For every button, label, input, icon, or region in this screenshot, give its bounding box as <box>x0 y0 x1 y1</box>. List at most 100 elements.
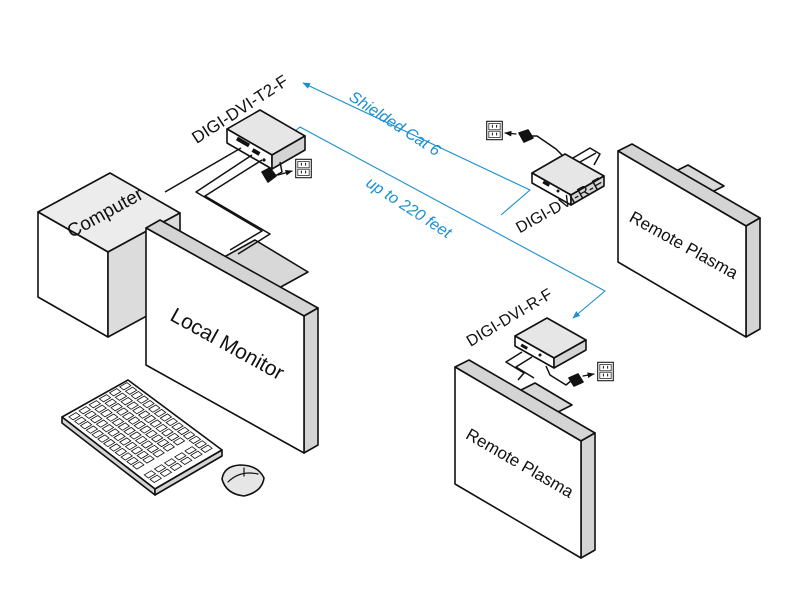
keyboard-key <box>123 426 136 436</box>
computer-tower: Computer <box>37 172 181 338</box>
keyboard-key <box>113 432 126 442</box>
keyboard-key <box>94 404 107 413</box>
keyboard-key <box>163 458 177 467</box>
receiver-unit-upper: DIGI-DVI-R-F <box>513 153 607 237</box>
keyboard-key <box>155 423 168 433</box>
keyboard-key <box>89 415 103 424</box>
receiver-upper-cables <box>486 120 601 166</box>
keyboard-key <box>95 419 109 428</box>
keyboard-key <box>142 400 155 409</box>
keyboard-key <box>190 450 203 459</box>
keyboard-key <box>165 417 179 427</box>
keyboard-key <box>131 461 145 470</box>
keyboard-key <box>161 428 174 437</box>
keyboard-key <box>120 397 134 406</box>
keyboard-key <box>200 444 213 453</box>
keyboard-key <box>111 418 125 427</box>
keyboard-key <box>85 425 99 434</box>
keyboard-key <box>136 450 150 460</box>
keyboard-key <box>143 470 157 479</box>
remote-plasma-upper: Remote Plasma <box>617 143 761 338</box>
keyboard-key <box>97 434 110 443</box>
power-outlet-icon-upper <box>486 120 503 141</box>
keyboard-key <box>108 443 122 452</box>
keyboard-key <box>174 452 187 461</box>
receiver-lower-cables <box>505 351 614 387</box>
keyboard-key <box>169 462 183 471</box>
keyboard-key <box>129 431 142 440</box>
keyboard-key <box>108 388 122 397</box>
keyboard-key <box>126 401 139 410</box>
keyboard-key <box>127 416 141 425</box>
keyboard-key <box>132 406 145 415</box>
keyboard-key <box>114 392 128 401</box>
keyboard-key <box>107 428 121 437</box>
keyboard-key <box>126 456 139 466</box>
keyboard-key <box>156 438 170 448</box>
keyboard-key <box>100 409 113 418</box>
keyboard-key <box>176 426 190 436</box>
keyboard-key <box>142 455 155 464</box>
keyboard-key <box>79 421 93 430</box>
power-adapter-icon <box>261 167 277 183</box>
power-adapter-icon-upper <box>518 129 534 143</box>
cable-distance-label: up to 220 feet <box>363 174 455 242</box>
keyboard-key <box>78 406 92 415</box>
local-cables <box>164 147 271 255</box>
keyboard-key <box>179 456 193 465</box>
keyboard-key <box>130 446 144 455</box>
keyboard-key <box>143 414 157 424</box>
keyboard-key <box>118 382 132 391</box>
transmitter-power <box>261 158 312 183</box>
keyboard-key <box>104 398 118 407</box>
keyboard-key <box>136 395 150 404</box>
keyboard-key <box>124 386 138 395</box>
keyboard-key <box>150 434 164 443</box>
keyboard-key <box>118 437 132 446</box>
receiver-unit-lower: DIGI-DVI-R-F <box>464 286 587 369</box>
keyboard-key <box>68 412 81 421</box>
keyboard-key <box>159 413 173 422</box>
keyboard-key <box>145 429 158 439</box>
keyboard-key <box>146 444 160 454</box>
keyboard-key <box>182 431 196 440</box>
keyboard <box>61 379 223 496</box>
keyboard-key <box>101 424 115 433</box>
keyboard-key <box>166 432 180 442</box>
keyboard-keys <box>68 382 213 483</box>
keyboard-key <box>159 468 173 477</box>
keyboard-key <box>152 449 165 458</box>
keyboard-key <box>134 435 148 445</box>
keyboard-key <box>120 452 134 461</box>
keyboard-key <box>130 391 144 400</box>
keyboard-key <box>153 464 167 473</box>
keyboard-key <box>102 438 116 448</box>
keyboard-key <box>121 412 135 421</box>
keyboard-key <box>88 400 102 409</box>
keyboard-key <box>98 394 112 403</box>
power-adapter-icon-lower <box>568 373 584 387</box>
keyboard-key <box>91 430 105 439</box>
keyboard-key <box>116 407 129 416</box>
keyboard-key <box>162 443 176 452</box>
remote-plasma-lower: Remote Plasma <box>454 359 596 559</box>
keyboard-key <box>149 419 163 428</box>
power-outlet-icon-lower <box>597 361 614 382</box>
keyboard-key <box>149 474 163 483</box>
keyboard-key <box>172 437 186 446</box>
keyboard-key <box>110 403 123 412</box>
keyboard-key <box>194 440 208 449</box>
keyboard-key <box>147 404 161 413</box>
power-outlet-icon <box>295 158 312 179</box>
cable-type-label: Shielded Cat 6 <box>346 89 443 160</box>
keyboard-key <box>114 447 128 457</box>
keyboard-key <box>171 422 184 431</box>
mouse-icon <box>221 464 265 497</box>
keyboard-key <box>105 413 119 422</box>
keyboard-key <box>137 410 151 419</box>
keyboard-key <box>124 441 138 451</box>
keyboard-key <box>140 440 154 449</box>
keyboard-key <box>84 410 97 419</box>
cat6-cable-upper <box>302 82 531 216</box>
